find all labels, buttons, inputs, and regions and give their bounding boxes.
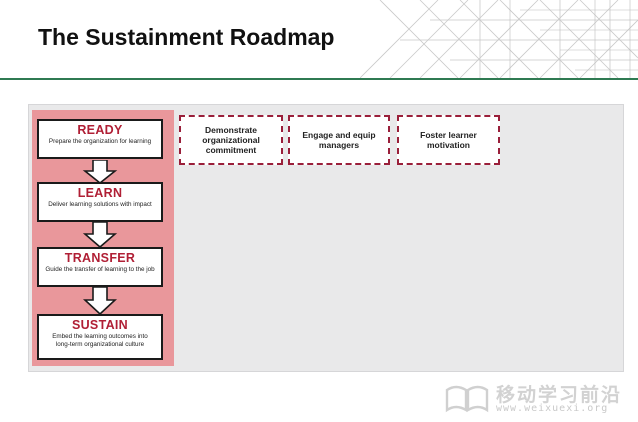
page-title: The Sustainment Roadmap (38, 24, 335, 50)
stage-sustain: SUSTAIN Embed the learning outcomes into… (37, 314, 163, 360)
stage-ready-title: READY (77, 123, 123, 137)
geometric-pattern-decoration (360, 0, 638, 78)
watermark-title: 移动学习前沿 (496, 384, 623, 406)
stage-sustain-description: Embed the learning outcomes into long-te… (52, 333, 148, 348)
action-label: Foster learner motivation (420, 130, 477, 150)
action-box-motivation: Foster learner motivation (397, 115, 500, 165)
watermark-url: www.weixuexi.org (496, 403, 609, 414)
header-divider (0, 78, 638, 80)
stage-sustain-title: SUSTAIN (71, 318, 129, 332)
stage-ready: READY Prepare the organization for learn… (37, 119, 163, 159)
slide-header: The Sustainment Roadmap (0, 0, 638, 80)
stage-transfer: TRANSFER Guide the transfer of learning … (37, 247, 163, 287)
action-box-commitment: Demonstrate organizational commitment (179, 115, 283, 165)
action-label: Engage and equip managers (302, 130, 376, 150)
watermark: 移动学习前沿 www.weixuexi.org (444, 380, 634, 416)
book-logo-icon (445, 385, 489, 413)
action-label: Demonstrate organizational commitment (202, 125, 260, 155)
action-box-managers: Engage and equip managers (288, 115, 390, 165)
stage-transfer-title: TRANSFER (64, 251, 136, 265)
stage-learn-description: Deliver learning solutions with impact (48, 201, 152, 208)
stage-ready-description: Prepare the organization for learning (48, 138, 152, 145)
arrow-down-icon (82, 222, 118, 248)
stage-learn-title: LEARN (77, 186, 123, 200)
arrow-down-icon (82, 160, 118, 184)
stage-transfer-description: Guide the transfer of learning to the jo… (45, 266, 155, 273)
arrow-down-icon (82, 287, 118, 315)
stage-learn: LEARN Deliver learning solutions with im… (37, 182, 163, 222)
